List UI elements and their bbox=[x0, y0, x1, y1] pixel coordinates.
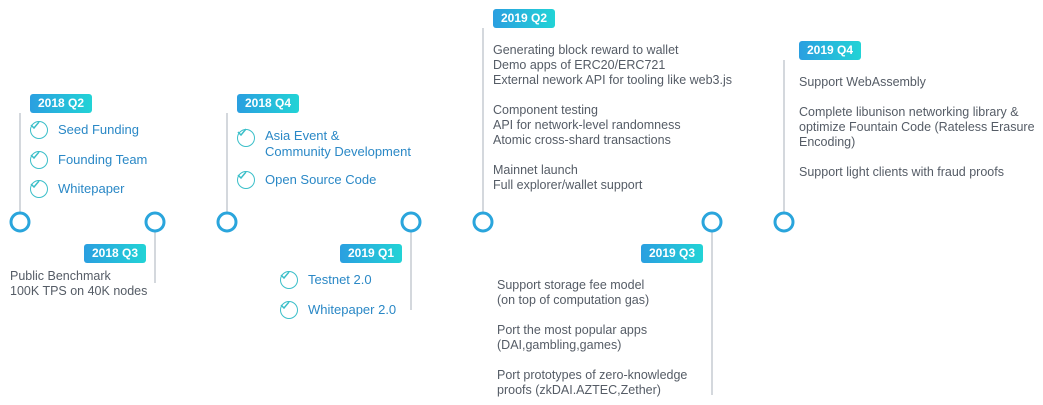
badge-2018-q2: 2018 Q2 bbox=[30, 94, 93, 113]
item-testnet-2: Testnet 2.0 bbox=[280, 271, 372, 289]
text-line: Port prototypes of zero-knowledge bbox=[497, 368, 688, 382]
badge-2019-q4: 2019 Q4 bbox=[799, 41, 862, 60]
text-line: Support WebAssembly bbox=[799, 75, 926, 89]
text-line: proofs (zkDAI.AZTEC,Zether) bbox=[497, 383, 661, 397]
node-2018-q4 bbox=[216, 211, 238, 233]
item-open-source-code: Open Source Code bbox=[237, 171, 376, 189]
text-line: Generating block reward to wallet bbox=[493, 43, 679, 57]
text-line: External nework API for tooling like web… bbox=[493, 73, 733, 87]
item-label: Whitepaper bbox=[58, 181, 125, 196]
node-2019-q4 bbox=[773, 211, 795, 233]
block-2019-q3: Support storage fee model (on top of com… bbox=[497, 278, 687, 398]
node-2018-q3 bbox=[144, 211, 166, 233]
text-line: 100K TPS on 40K nodes bbox=[10, 284, 148, 298]
badge-2019-q3: 2019 Q3 bbox=[641, 244, 704, 263]
item-label: Testnet 2.0 bbox=[308, 272, 372, 287]
item-label: Founding Team bbox=[58, 152, 148, 167]
block-2019-q2: Generating block reward to wallet Demo a… bbox=[493, 43, 732, 193]
text-line: Port the most popular apps bbox=[497, 323, 648, 337]
badge-2019-q1: 2019 Q1 bbox=[340, 244, 403, 263]
item-whitepaper-2: Whitepaper 2.0 bbox=[280, 301, 396, 319]
text-line: Complete libunison networking library & bbox=[799, 105, 1019, 119]
check-circle-icon bbox=[30, 151, 48, 169]
check-circle-icon bbox=[237, 171, 255, 189]
item-label: Asia Event & bbox=[265, 128, 340, 143]
badge-2018-q3: 2018 Q3 bbox=[84, 244, 147, 263]
item-label: Open Source Code bbox=[265, 172, 377, 187]
item-label: Seed Funding bbox=[58, 122, 139, 137]
block-2019-q4: Support WebAssembly Complete libunison n… bbox=[799, 75, 1035, 180]
node-2019-q2 bbox=[472, 211, 494, 233]
badge-2019-q2: 2019 Q2 bbox=[493, 9, 556, 28]
item-seed-funding: Seed Funding bbox=[30, 121, 139, 139]
item-label-group: Asia Event & Community Development bbox=[265, 128, 411, 160]
block-2018-q3: Public Benchmark 100K TPS on 40K nodes bbox=[10, 269, 147, 299]
text-line: Full explorer/wallet support bbox=[493, 178, 643, 192]
text-line: optimize Fountain Code (Rateless Erasure bbox=[799, 120, 1035, 134]
item-founding-team: Founding Team bbox=[30, 151, 147, 169]
text-line: (DAI,gambling,games) bbox=[497, 338, 622, 352]
text-line: (on top of computation gas) bbox=[497, 293, 650, 307]
check-circle-icon bbox=[237, 128, 255, 147]
text-line: Demo apps of ERC20/ERC721 bbox=[493, 58, 666, 72]
item-whitepaper: Whitepaper bbox=[30, 180, 124, 198]
node-2019-q3 bbox=[701, 211, 723, 233]
text-line: API for network-level randomness bbox=[493, 118, 681, 132]
text-line: Support storage fee model bbox=[497, 278, 645, 292]
item-label: Community Development bbox=[265, 144, 411, 159]
item-asia-event: Asia Event & Community Development bbox=[237, 128, 411, 160]
check-circle-icon bbox=[30, 121, 48, 139]
check-circle-icon bbox=[30, 180, 48, 198]
text-line: Encoding) bbox=[799, 135, 856, 149]
text-line: Component testing bbox=[493, 103, 598, 117]
item-label: Whitepaper 2.0 bbox=[308, 302, 397, 317]
check-circle-icon bbox=[280, 301, 298, 319]
text-line: Atomic cross-shard transactions bbox=[493, 133, 671, 147]
text-line: Support light clients with fraud proofs bbox=[799, 165, 1004, 179]
check-circle-icon bbox=[280, 271, 298, 289]
badge-2018-q4: 2018 Q4 bbox=[237, 94, 300, 113]
text-line: Mainnet launch bbox=[493, 163, 578, 177]
text-line: Public Benchmark bbox=[10, 269, 111, 283]
node-2019-q1 bbox=[400, 211, 422, 233]
node-2018-q2 bbox=[9, 211, 31, 233]
